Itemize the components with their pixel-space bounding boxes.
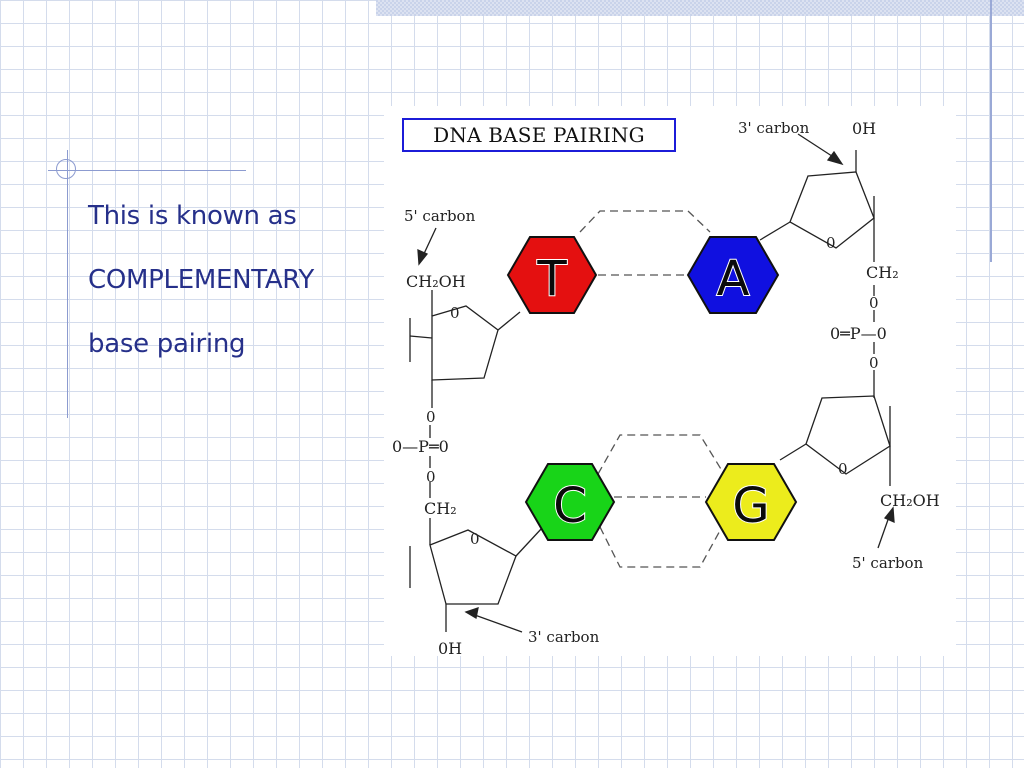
right-phosphate-label: 0═P—0 [830,324,887,343]
right-5-carbon-label: 5' carbon [852,554,924,572]
bottom-oh-label: 0H [438,639,462,656]
dna-diagram: T A C G 3' carbon 0H 5' carbon CH₂OH 0 0… [392,119,940,656]
base-g-hexagon [704,463,798,541]
right-top-sugar-ring [789,171,875,249]
bottom-3-carbon-arrowhead [464,607,479,620]
body-line-2: COMPLEMENTARY [88,265,314,295]
t-glycosidic-bond [497,311,521,331]
a-glycosidic-bond [759,221,791,241]
left-ch2oh-label: CH₂OH [406,272,466,291]
left-5-carbon-label: 5' carbon [404,207,476,225]
base-c-letter: C [553,478,587,534]
base-t: T [506,236,598,314]
diagram-labels: 3' carbon 0H 5' carbon CH₂OH 0 0 CH₂ 0 0… [392,119,940,656]
left-lower-o: 0 [426,468,436,486]
right-5-carbon-arrowhead [883,506,895,524]
left-bottom-ring-o: 0 [470,530,480,548]
base-t-hexagon [506,236,598,314]
base-c-hexagon [524,463,616,541]
left-top-sugar-ring [431,305,499,381]
left-backbone [409,290,543,632]
top-3-carbon-arrowhead [826,150,844,166]
top-decorative-band [376,0,1024,16]
top-right-oh-label: 0H [852,119,876,138]
base-a-letter: A [717,251,750,307]
right-ch2oh-label: CH₂OH [880,491,940,510]
decorative-vertical-line [67,150,68,418]
right-upper-o: 0 [869,294,879,312]
g-glycosidic-bond [779,443,807,461]
cg-lower-bond [599,526,723,568]
right-lower-o: 0 [869,354,879,372]
slide-body-text: This is known as COMPLEMENTARY base pair… [88,194,378,386]
right-top-ring-o: 0 [826,234,836,252]
left-bottom-sugar-ring [429,529,517,605]
body-line-3: base pairing [88,329,246,359]
base-g-letter: G [732,478,769,534]
c-glycosidic-bond [515,527,543,557]
base-a-hexagon [686,236,780,314]
diagram-title: DNA BASE PAIRING [402,118,676,152]
base-c: C [524,463,616,541]
left-ch2-label: CH₂ [424,499,457,518]
right-bottom-ring-o: 0 [838,460,848,478]
left-5-carbon-arrowhead [417,248,429,266]
right-ch2-label: CH₂ [866,263,899,282]
bottom-3-carbon-label: 3' carbon [528,628,600,646]
cg-outer-bond [597,434,725,475]
right-decorative-line [990,0,992,262]
left-top-carbon-stub [409,335,433,339]
right-backbone [759,150,891,486]
base-a: A [686,236,780,314]
hydrogen-bonds [579,210,725,568]
dna-diagram-panel: T A C G 3' carbon 0H 5' carbon CH₂OH 0 0… [384,106,956,656]
right-bottom-sugar-ring [805,395,891,475]
pointer-arrows [417,133,895,633]
decorative-circle [56,159,76,179]
top-right-3-carbon-label: 3' carbon [738,119,810,137]
bottom-3-carbon-arrow [471,613,523,633]
ta-outer-bond [579,210,711,233]
base-g: G [704,463,798,541]
left-top-ring-o: 0 [450,304,460,322]
left-phosphate-label: 0—P═0 [392,437,449,456]
left-upper-o: 0 [426,408,436,426]
body-line-1: This is known as [88,201,297,231]
decorative-horizontal-line [48,170,246,171]
base-t-letter: T [536,251,567,307]
